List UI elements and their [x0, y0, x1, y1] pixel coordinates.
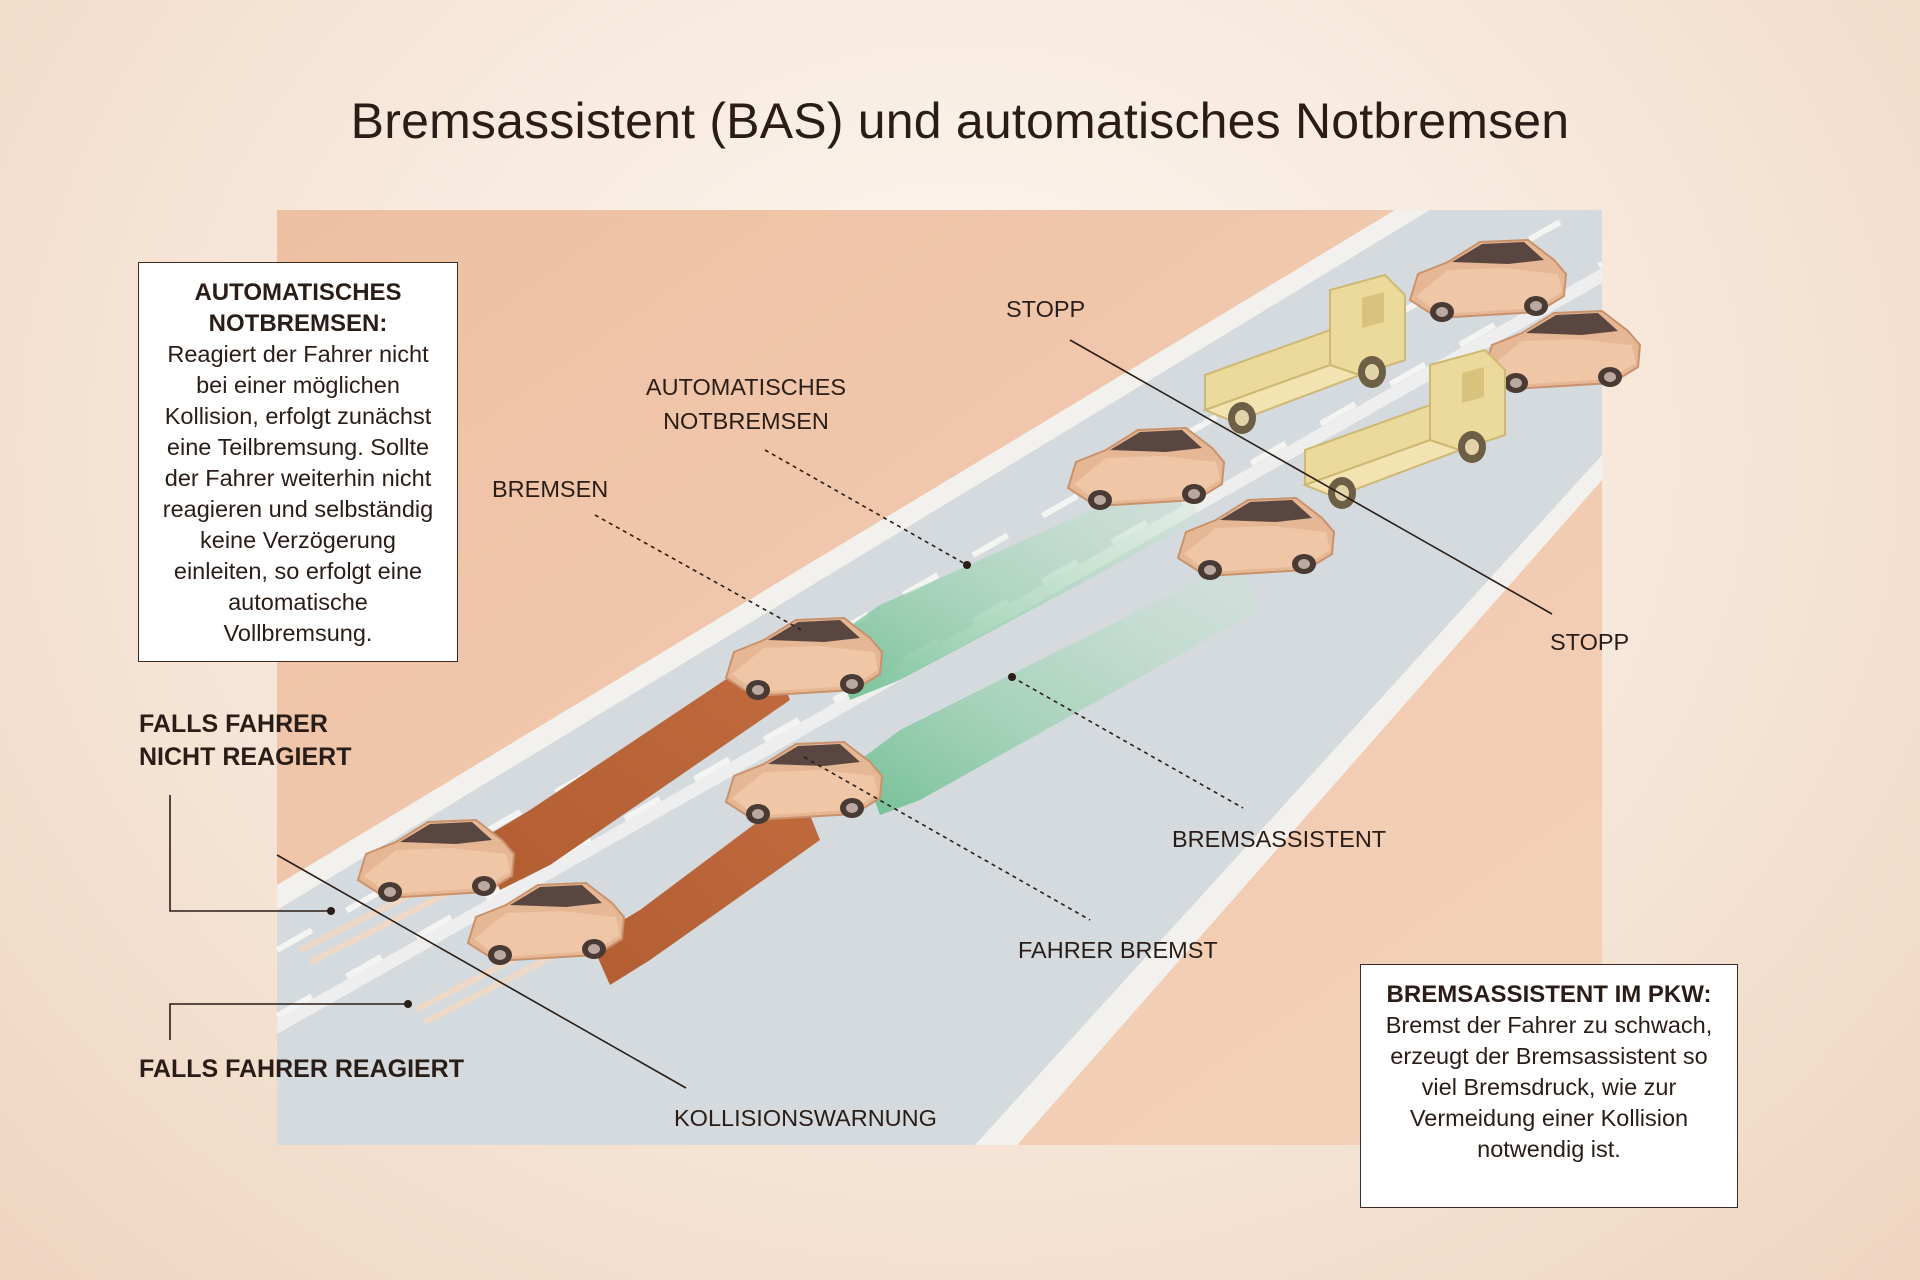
info-box-bremsassistent: BREMSASSISTENT IM PKW: Bremst der Fahrer… — [1360, 964, 1738, 1208]
info-box-bremsassistent-heading: BREMSASSISTENT IM PKW: — [1386, 981, 1712, 1008]
label-automatisches-notbremsen: AUTOMATISCHES NOTBREMSEN — [645, 374, 847, 434]
page-title: Bremsassistent (BAS) und automatisches N… — [350, 93, 1570, 149]
label-kollisionswarnung: KOLLISIONSWARNUNG — [674, 1105, 937, 1131]
label-falls-fahrer-nicht-reagiert: FALLS FAHRER NICHT REAGIERT — [139, 710, 352, 771]
label-stopp-right: STOPP — [1550, 629, 1630, 655]
info-box-notbremsen-text: Reagiert der Fahrer nicht bei einer mögl… — [162, 341, 434, 646]
label-bremsassistent: BREMSASSISTENT — [1172, 826, 1387, 852]
label-fahrer-bremst: FAHRER BREMST — [1018, 937, 1218, 963]
label-bremsen: BREMSEN — [492, 476, 609, 502]
info-box-bremsassistent-text: Bremst der Fahrer zu schwach, erzeugt de… — [1385, 1012, 1713, 1162]
label-falls-fahrer-reagiert: FALLS FAHRER REAGIERT — [139, 1055, 465, 1083]
info-box-notbremsen: AUTOMATISCHES NOTBREMSEN: Reagiert der F… — [138, 262, 458, 662]
info-box-notbremsen-heading: AUTOMATISCHES NOTBREMSEN: — [194, 279, 402, 337]
label-stopp-top: STOPP — [1006, 296, 1086, 322]
